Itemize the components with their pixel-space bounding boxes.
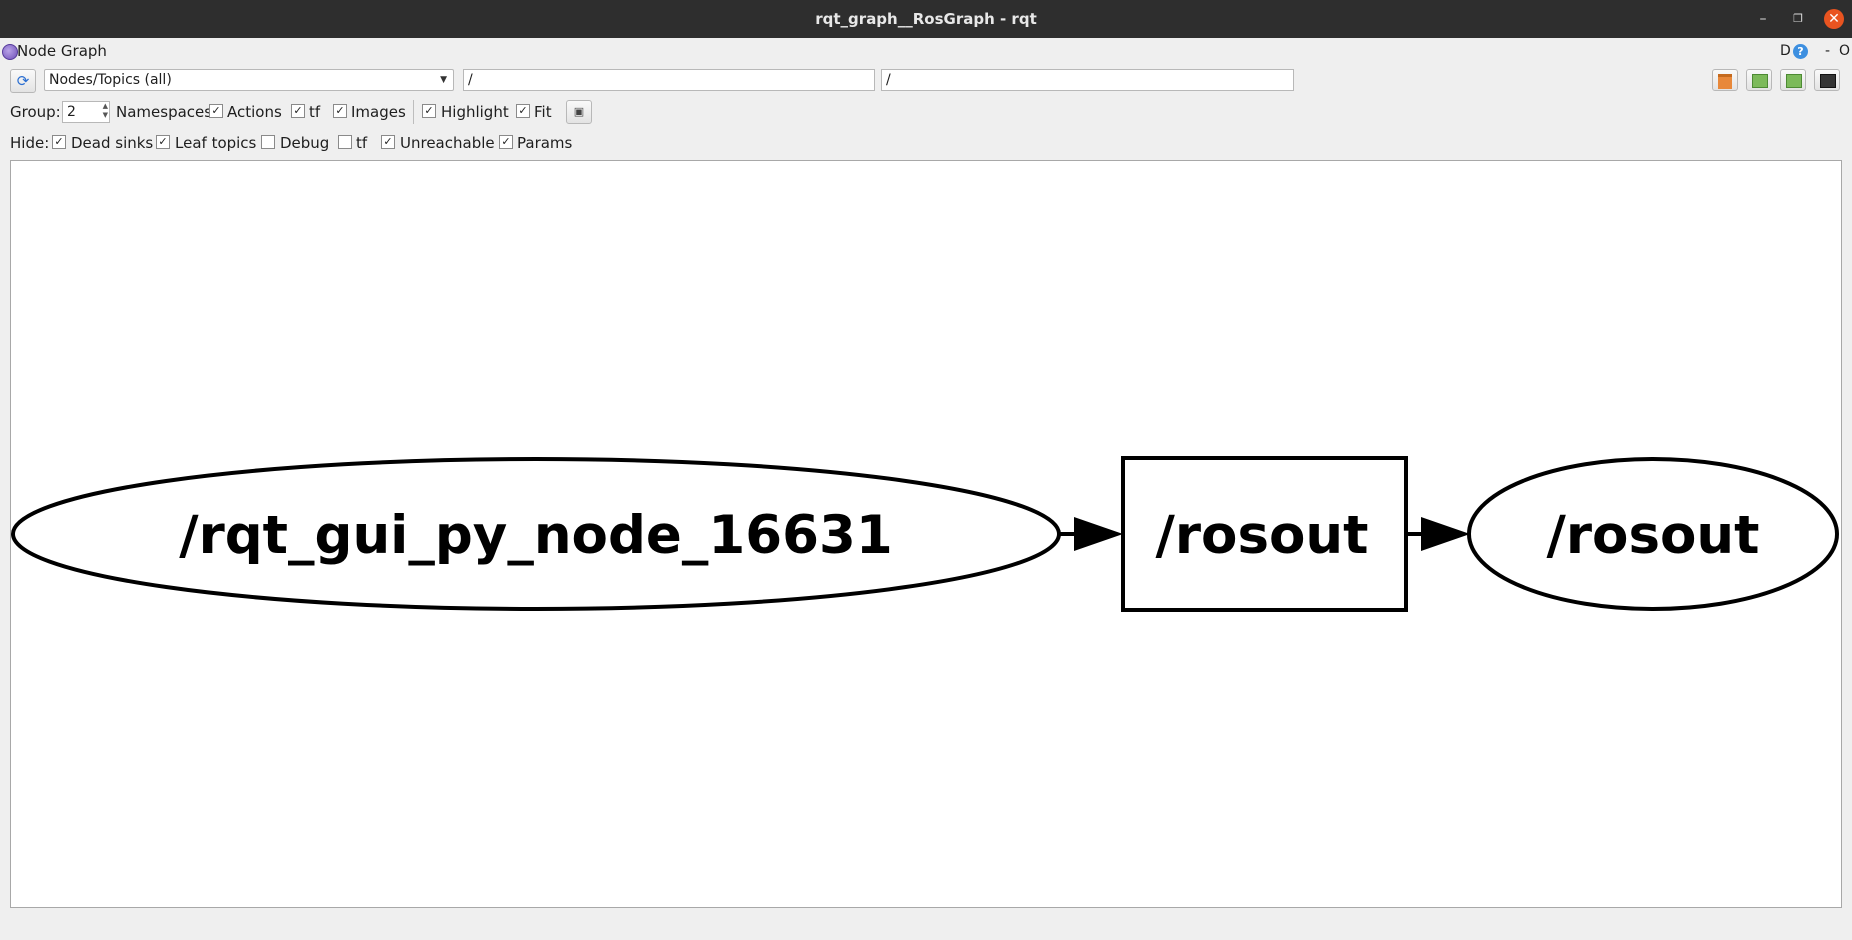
- debug-label: Debug: [280, 134, 330, 152]
- hide-label: Hide:: [10, 134, 50, 152]
- tf-label: tf: [309, 103, 321, 121]
- save-dot-button[interactable]: [1746, 69, 1772, 91]
- dock-d-button[interactable]: D: [1780, 43, 1791, 59]
- load-dot-button[interactable]: [1712, 69, 1738, 91]
- save-image-button[interactable]: [1814, 69, 1840, 91]
- plugin-title: Node Graph: [17, 42, 107, 60]
- hide-tf-label: tf: [356, 134, 368, 152]
- close-plugin-button[interactable]: O: [1839, 43, 1851, 59]
- unreachable-checkbox[interactable]: ✓: [381, 135, 395, 149]
- save-icon: [1752, 74, 1768, 88]
- window-titlebar: rqt_graph__RosGraph - rqt – ❐ ✕: [0, 0, 1852, 38]
- refresh-button[interactable]: ⟳: [10, 69, 36, 93]
- rqt-plugin-icon: [2, 44, 18, 60]
- leaf-topics-label: Leaf topics: [175, 134, 257, 152]
- minimize-button[interactable]: –: [1759, 11, 1767, 27]
- dead-sinks-label: Dead sinks: [71, 134, 154, 152]
- graph-mode-value: Nodes/Topics (all): [49, 72, 172, 88]
- graph-node-label: /rosout: [1547, 505, 1760, 566]
- node-filter-input[interactable]: /: [463, 69, 875, 91]
- close-button[interactable]: ✕: [1824, 9, 1844, 29]
- highlight-checkbox[interactable]: ✓: [422, 104, 436, 118]
- graph-topic[interactable]: /rosout: [1121, 456, 1408, 612]
- dead-sinks-checkbox[interactable]: ✓: [52, 135, 66, 149]
- graph-node[interactable]: /rosout: [1467, 457, 1839, 611]
- graph-canvas[interactable]: /rqt_gui_py_node_16631 /rosout /rosout: [10, 160, 1842, 908]
- minimize-plugin-button[interactable]: -: [1825, 43, 1831, 59]
- spin-arrows-icon[interactable]: ▲▼: [102, 102, 108, 119]
- chevron-down-icon: ▼: [440, 75, 447, 85]
- group-label: Group:: [10, 103, 61, 121]
- group-value: 2: [67, 104, 76, 120]
- graph-node-label: /rqt_gui_py_node_16631: [179, 505, 893, 566]
- edge-arrowhead: [1421, 517, 1470, 551]
- actions-label: Actions: [227, 103, 282, 121]
- debug-checkbox[interactable]: [261, 135, 275, 149]
- image-icon: [1820, 74, 1836, 88]
- namespaces-label: Namespaces: [116, 103, 213, 121]
- fit-view-button[interactable]: ▣: [566, 100, 592, 124]
- leaf-topics-checkbox[interactable]: ✓: [156, 135, 170, 149]
- graph-node[interactable]: /rqt_gui_py_node_16631: [11, 457, 1061, 611]
- images-checkbox[interactable]: ✓: [333, 104, 347, 118]
- images-label: Images: [351, 103, 406, 121]
- plugin-header: Node Graph D ? - O: [0, 38, 1852, 66]
- highlight-label: Highlight: [441, 103, 509, 121]
- graph-mode-select[interactable]: Nodes/Topics (all) ▼: [44, 69, 454, 91]
- unreachable-label: Unreachable: [400, 134, 495, 152]
- toolbar-separator: [413, 100, 414, 124]
- fit-checkbox[interactable]: ✓: [516, 104, 530, 118]
- params-label: Params: [517, 134, 573, 152]
- graph-topic-label: /rosout: [1156, 505, 1369, 566]
- tf-checkbox[interactable]: ✓: [291, 104, 305, 118]
- window-title: rqt_graph__RosGraph - rqt: [815, 10, 1037, 28]
- group-spinbox[interactable]: 2 ▲▼: [62, 101, 110, 123]
- fit-view-icon: ▣: [573, 105, 585, 118]
- fit-label: Fit: [534, 103, 552, 121]
- edge-arrowhead: [1074, 517, 1123, 551]
- save-icon: [1786, 74, 1802, 88]
- help-icon[interactable]: ?: [1793, 44, 1808, 59]
- graph-svg: /rqt_gui_py_node_16631 /rosout /rosout: [11, 456, 1839, 612]
- topic-filter-input[interactable]: /: [881, 69, 1294, 91]
- save-svg-button[interactable]: [1780, 69, 1806, 91]
- maximize-button[interactable]: ❐: [1793, 12, 1803, 25]
- hide-tf-checkbox[interactable]: [338, 135, 352, 149]
- folder-icon: [1718, 74, 1732, 89]
- refresh-icon: ⟳: [16, 72, 30, 90]
- actions-checkbox[interactable]: ✓: [209, 104, 223, 118]
- params-checkbox[interactable]: ✓: [499, 135, 513, 149]
